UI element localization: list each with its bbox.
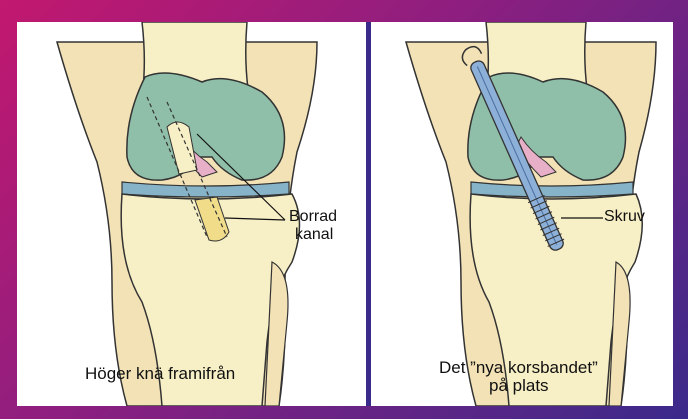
annotation-kanal: kanal [295, 226, 333, 244]
annotation-borrad: Borrad [289, 208, 337, 226]
caption-left: Höger knä framifrån [85, 364, 235, 383]
caption-right-line2: på plats [489, 376, 549, 395]
left-panel: Borrad kanal Höger knä framifrån [17, 22, 366, 406]
right-panel: Skruv Det ”nya korsbandet” på plats [371, 22, 673, 406]
annotation-skruv: Skruv [604, 208, 645, 226]
caption-right-line1: Det ”nya korsbandet” [439, 358, 598, 377]
